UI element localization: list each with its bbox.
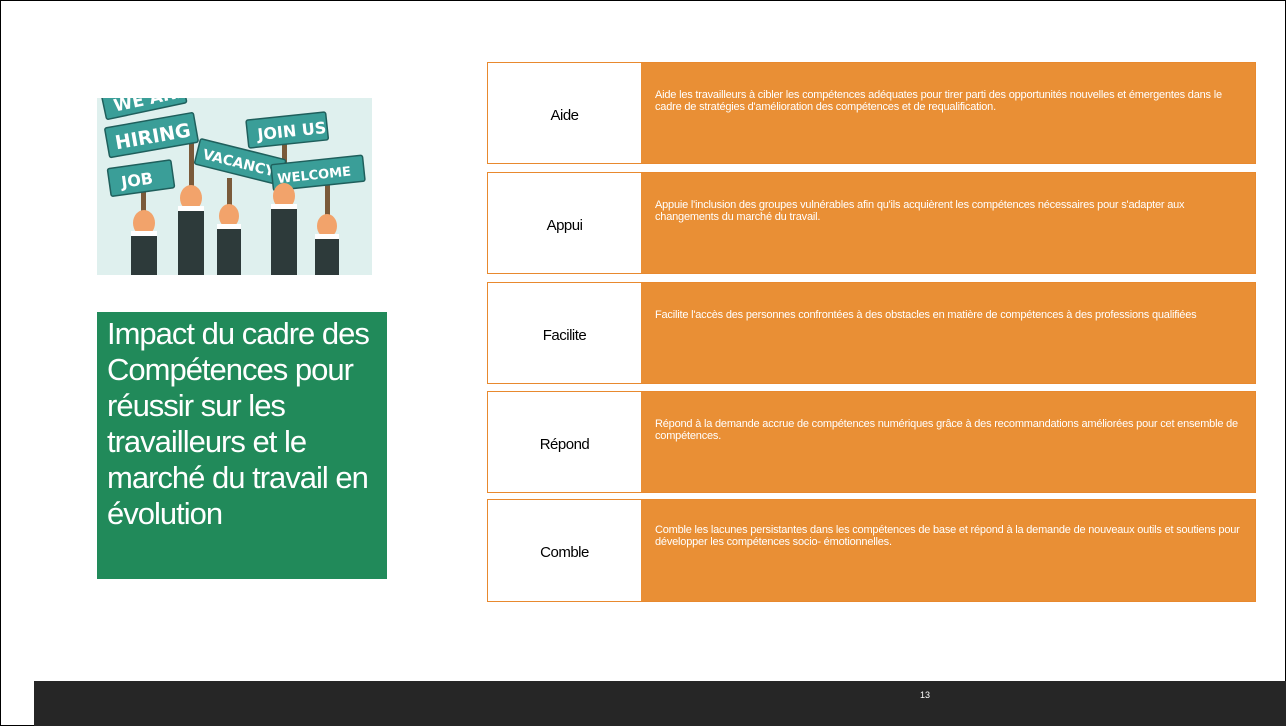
slide-title: Impact du cadre des Compétences pour réu… bbox=[107, 316, 370, 531]
hiring-illustration: WE ARE HIRING JOIN US VACANCY WELCOME JO… bbox=[97, 98, 372, 275]
row-description: Aide les travailleurs à cibler les compé… bbox=[641, 63, 1255, 163]
row-label: Aide bbox=[550, 106, 579, 124]
row-label: Appui bbox=[546, 216, 583, 234]
title-box: Impact du cadre des Compétences pour réu… bbox=[97, 312, 387, 579]
impact-row-comble: Comble Comble les lacunes persistantes d… bbox=[487, 499, 1256, 602]
impact-row-appui: Appui Appuie l'inclusion des groupes vul… bbox=[487, 172, 1256, 274]
row-description: Comble les lacunes persistantes dans les… bbox=[641, 500, 1255, 601]
page-number: 13 bbox=[920, 690, 931, 700]
row-label: Comble bbox=[540, 544, 589, 561]
footer-bar: 13 bbox=[34, 681, 1286, 726]
impact-row-aide: Aide Aide les travailleurs à cibler les … bbox=[487, 62, 1256, 164]
impact-row-facilite: Facilite Facilite l'accès des personnes … bbox=[487, 282, 1256, 384]
row-description: Répond à la demande accrue de compétence… bbox=[641, 392, 1255, 492]
row-description: Appuie l'inclusion des groupes vulnérabl… bbox=[641, 173, 1255, 273]
sign-job: JOB bbox=[119, 169, 154, 192]
row-description: Facilite l'accès des personnes confronté… bbox=[641, 283, 1255, 383]
row-label: Facilite bbox=[542, 326, 587, 344]
row-label: Répond bbox=[539, 435, 590, 453]
impact-row-repond: Répond Répond à la demande accrue de com… bbox=[487, 391, 1256, 493]
